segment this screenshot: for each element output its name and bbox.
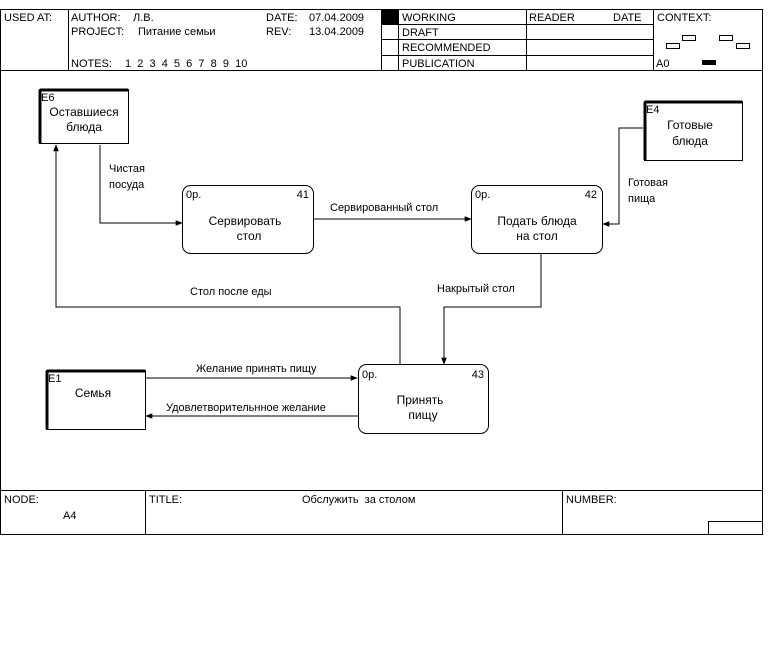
arrow-label-table-after-meal: Стол после еды	[190, 286, 272, 298]
external-id-e4: E4	[646, 104, 659, 116]
process-box-43[interactable]: 0р. 43 Принять пищу	[358, 364, 489, 434]
process-label-41-line1: Сервировать	[209, 214, 282, 228]
arrow-label-desire-to-eat: Желание принять пищу	[196, 363, 317, 375]
arrow-label-served-table: Сервированный стол	[330, 202, 438, 214]
external-entity-e6[interactable]: E6 Оставшиеся блюда	[38, 88, 129, 144]
arrow-label-clean-dishes-2: посуда	[109, 179, 145, 191]
node-value: A4	[63, 510, 76, 522]
arrow-set-table[interactable]	[441, 254, 542, 365]
process-number-42: 42	[585, 189, 597, 201]
context-thumbnail	[666, 35, 750, 49]
rev-label: REV:	[266, 26, 291, 38]
arrow-label-ready-food-2: пища	[628, 193, 656, 205]
process-label-43-line1: Принять	[397, 393, 444, 407]
process-box-42[interactable]: 0р. 42 Подать блюда на стол	[471, 185, 603, 254]
external-entity-e4[interactable]: E4 Готовые блюда	[643, 100, 743, 161]
author-value: Л.В.	[133, 12, 154, 24]
rev-value: 13.04.2009	[309, 26, 364, 38]
date-value: 07.04.2009	[309, 12, 364, 24]
used-at-label: USED AT:	[4, 12, 52, 24]
external-label-e6-line1: Оставшиеся	[49, 105, 118, 119]
external-label-e4-line1: Готовые	[667, 118, 713, 132]
author-label: AUTHOR:	[71, 12, 121, 24]
title-label: TITLE:	[149, 494, 182, 506]
project-value: Питание семьи	[138, 26, 216, 38]
footer-frame	[0, 490, 763, 535]
arrow-label-clean-dishes-1: Чистая	[109, 163, 145, 175]
process-number-41: 41	[297, 189, 309, 201]
process-label-43-line2: пищу	[408, 408, 437, 422]
notes-label: NOTES:	[71, 58, 112, 70]
date-label: DATE:	[266, 12, 298, 24]
process-number-43: 43	[472, 369, 484, 381]
arrow-clean-dishes[interactable]	[99, 145, 183, 226]
notes-numbers: 1 2 3 4 5 6 7 8 9 10	[125, 58, 247, 70]
status-draft: DRAFT	[402, 27, 439, 39]
working-status-marker	[382, 10, 398, 24]
arrow-label-set-table: Накрытый стол	[437, 283, 515, 295]
node-label: NODE:	[4, 494, 39, 506]
status-publication: PUBLICATION	[402, 58, 475, 70]
project-label: PROJECT:	[71, 26, 124, 38]
process-label-42-line2: на стол	[516, 229, 557, 243]
process-label-41-line2: стол	[237, 229, 262, 243]
process-box-41[interactable]: 0р. 41 Сервировать стол	[182, 185, 314, 254]
external-id-e6: E6	[41, 92, 54, 104]
external-label-e4-line2: блюда	[672, 134, 708, 148]
external-label-e1: Семья	[75, 386, 111, 400]
arrow-label-ready-food-1: Готовая	[628, 177, 668, 189]
context-node: A0	[656, 58, 669, 70]
external-id-e1: E1	[48, 373, 61, 385]
arrow-ready-food[interactable]	[602, 127, 643, 227]
status-working: WORKING	[402, 12, 456, 24]
process-label-42-line1: Подать блюда	[497, 214, 577, 228]
process-cost-41: 0р.	[186, 189, 201, 201]
process-cost-42: 0р.	[475, 189, 490, 201]
reader-label: READER	[529, 12, 575, 24]
context-current-marker	[702, 60, 716, 65]
title-value: Обслужить за столом	[302, 494, 415, 506]
external-entity-e1[interactable]: E1 Семья	[45, 369, 146, 430]
header-frame	[0, 9, 763, 535]
external-label-e6-line2: блюда	[66, 120, 102, 134]
context-label: CONTEXT:	[657, 12, 711, 24]
status-recommended: RECOMMENDED	[402, 42, 491, 54]
number-label: NUMBER:	[566, 494, 617, 506]
arrow-table-after-meal[interactable]	[53, 144, 401, 364]
reader-date-label: DATE	[613, 12, 642, 24]
arrow-label-satisfied-desire: Удовлетворительнное желание	[166, 402, 326, 414]
process-cost-43: 0р.	[362, 369, 377, 381]
